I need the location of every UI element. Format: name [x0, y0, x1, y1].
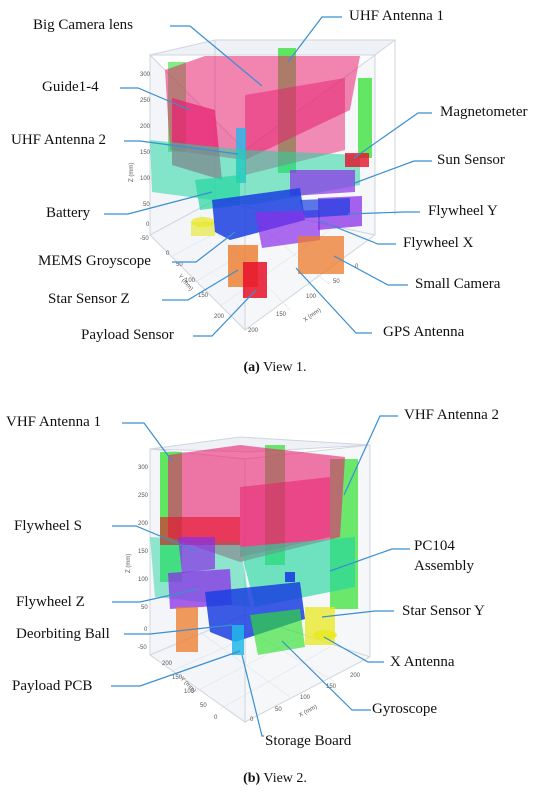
z2-tick-m50: -50 [138, 645, 147, 651]
payload-sensor-shape [243, 262, 267, 298]
caption-view-2: (b) View 2. [0, 771, 550, 787]
label-big-camera-lens: Big Camera lens [33, 17, 133, 33]
label-vhf-antenna-2: VHF Antenna 2 [404, 407, 499, 423]
yellow-cylinder-body [191, 222, 215, 236]
caption-view-1: (a) View 1. [0, 360, 550, 376]
caption-view-2-text: View 2. [260, 771, 307, 786]
x2-tick-200: 200 [350, 673, 361, 679]
z2-tick-50: 50 [141, 605, 148, 611]
label-uhf-antenna-1: UHF Antenna 1 [349, 8, 444, 24]
label-deorbiting-ball: Deorbiting Ball [16, 626, 110, 642]
x2-axis-label: X (mm) [298, 704, 318, 719]
label-guide: Guide1-4 [42, 79, 99, 95]
z-tick-m50: -50 [140, 236, 149, 242]
label-magnetometer: Magnetometer [440, 104, 528, 120]
y-tick-0: 0 [166, 251, 170, 257]
view-2-components [150, 445, 358, 655]
label-flywheel-x: Flywheel X [403, 235, 474, 251]
label-pc104-line1: PC104 [414, 538, 455, 554]
view-2-panel: 300 250 200 150 100 50 0 -50 Z (mm) 200 … [0, 397, 550, 795]
label-mems-gyroscope: MEMS Groyscope [38, 253, 151, 269]
small-camera-shape [298, 236, 344, 274]
view-1-diagram: 300 250 200 150 100 50 0 -50 Z (mm) 0 50… [104, 16, 432, 337]
y-tick-50: 50 [176, 262, 183, 268]
label-flywheel-s: Flywheel S [14, 518, 82, 534]
x2-tick-150: 150 [326, 684, 337, 690]
label-vhf-antenna-1: VHF Antenna 1 [6, 414, 101, 430]
label-storage-board: Storage Board [265, 733, 352, 749]
label-star-sensor-y: Star Sensor Y [402, 603, 485, 619]
label-x-antenna: X Antenna [390, 654, 455, 670]
z2-tick-150: 150 [138, 549, 149, 555]
caption-view-2-letter: (b) [243, 771, 261, 786]
view-2-diagram: 300 250 200 150 100 50 0 -50 Z (mm) 200 … [111, 415, 410, 737]
sun-sensor-shape [290, 170, 355, 196]
z-tick-200: 200 [140, 124, 151, 130]
label-payload-pcb: Payload PCB [12, 678, 93, 694]
z2-tick-200: 200 [138, 521, 149, 527]
x2-tick-50: 50 [275, 707, 282, 713]
x-tick-0: 0 [355, 264, 359, 270]
view-2-leader-lines [111, 415, 410, 737]
z-tick-300: 300 [140, 72, 151, 78]
z-tick-150: 150 [140, 150, 151, 156]
z2-tick-250: 250 [138, 493, 149, 499]
y-tick-200: 200 [214, 314, 225, 320]
x-antenna-shape [313, 630, 337, 640]
label-pc104-line2: Assembly [414, 558, 474, 574]
caption-view-1-text: View 1. [259, 360, 307, 375]
flywheel-s-shape [178, 537, 215, 573]
z-tick-50: 50 [143, 202, 150, 208]
label-star-sensor-z: Star Sensor Z [48, 291, 130, 307]
z-tick-250: 250 [140, 98, 151, 104]
x-tick-150: 150 [276, 312, 287, 318]
z-tick-0: 0 [146, 222, 150, 228]
label-uhf-antenna-2: UHF Antenna 2 [11, 132, 106, 148]
y2-tick-0: 0 [214, 715, 218, 721]
label-payload-sensor: Payload Sensor [81, 327, 174, 343]
y2-tick-200: 200 [162, 661, 173, 667]
z2-axis-label: Z (mm) [126, 554, 132, 573]
view-1-components [150, 48, 372, 298]
y-tick-150: 150 [198, 293, 209, 299]
label-gyroscope: Gyroscope [372, 701, 437, 717]
pink-front-panel [240, 477, 330, 557]
label-flywheel-z: Flywheel Z [16, 594, 85, 610]
storage-board-shape [232, 625, 244, 655]
blue-lower-block [300, 198, 350, 218]
view-1-leader-lines [104, 16, 432, 337]
y-tick-100: 100 [185, 278, 196, 284]
small-blue-cube [285, 572, 295, 582]
x-tick-50: 50 [333, 279, 340, 285]
label-gps-antenna: GPS Antenna [383, 324, 465, 340]
view-2-floor-grid [169, 626, 336, 710]
y2-tick-50: 50 [200, 703, 207, 709]
label-sun-sensor: Sun Sensor [437, 152, 505, 168]
z2-tick-100: 100 [138, 577, 149, 583]
z-axis-label: Z (mm) [129, 163, 135, 182]
green-panel-right [358, 78, 372, 158]
magnetometer-shape [345, 153, 369, 167]
y2-tick-100: 100 [184, 689, 195, 695]
z2-tick-0: 0 [144, 627, 148, 633]
x-tick-100: 100 [306, 294, 317, 300]
label-battery: Battery [46, 205, 91, 221]
view-1-panel: 300 250 200 150 100 50 0 -50 Z (mm) 0 50… [0, 0, 550, 386]
z-tick-100: 100 [140, 176, 151, 182]
gyroscope-shape [250, 609, 305, 655]
caption-view-1-letter: (a) [243, 360, 260, 375]
x-axis-label: X (mm) [303, 307, 323, 323]
y2-tick-150: 150 [172, 675, 183, 681]
x-tick-200: 200 [248, 328, 259, 334]
x2-tick-100: 100 [300, 695, 311, 701]
pink-plate [245, 78, 345, 175]
z2-tick-300: 300 [138, 465, 149, 471]
label-small-camera: Small Camera [415, 276, 501, 292]
label-flywheel-y: Flywheel Y [428, 203, 498, 219]
x2-tick-0: 0 [250, 717, 254, 723]
